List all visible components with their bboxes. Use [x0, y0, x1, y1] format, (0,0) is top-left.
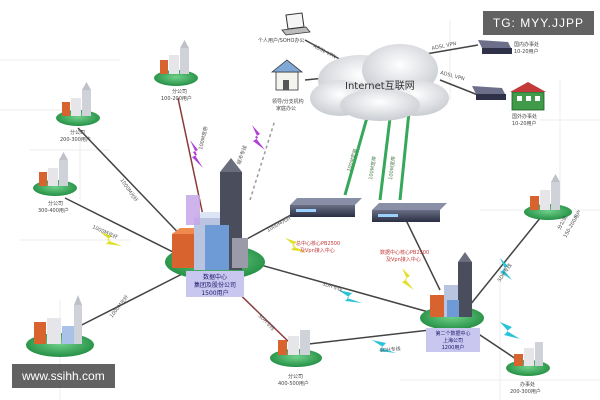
link-label-1000m-b: 1000M光纤: [91, 223, 119, 240]
fw-right-label2: 及Vpn接入中心: [386, 256, 421, 263]
office-router-2-icon: [472, 86, 506, 100]
hq-label-box: [186, 271, 244, 297]
fw-right-label1: 数据中心核心PB2500: [380, 249, 429, 256]
hq-datacenter-icon: [165, 158, 265, 280]
sh-label-box: [426, 328, 480, 352]
branch-left1-name: 分公司: [70, 129, 85, 136]
link-internet-office2: [439, 79, 479, 96]
watermark-bottom-left: www.ssihh.com: [12, 364, 115, 388]
branch-bottom-name: 分公司: [288, 373, 303, 380]
hq-label-line2: 集团及股份公司: [194, 281, 236, 289]
branch-bottom-icon: [270, 330, 322, 367]
link-label-sdh-b: SDH专线: [380, 345, 401, 354]
lightning-bolts: [100, 125, 520, 353]
watermark-top-right: TG: MYY.JJPP: [482, 11, 594, 35]
bolt-purple-2: [252, 125, 265, 150]
sh-label-line3: 1200用户: [442, 344, 465, 351]
hq-label-line3: 1500用户: [201, 289, 228, 297]
link-label-dotted: 城市专线: [235, 144, 248, 165]
link-hq-branch-left2: [64, 197, 186, 259]
branch-bottom-users: 400-500用户: [278, 380, 309, 387]
branch-top-icon: [154, 40, 198, 86]
laptop-icon: [281, 12, 311, 36]
office-building-icon: [510, 82, 546, 111]
core-router-right: [372, 203, 447, 222]
bolt-yellow-2: [285, 238, 307, 252]
office-name: 办事处: [520, 381, 535, 388]
office2-name: 国外办事处: [512, 113, 537, 120]
internet-label: Internet互联网: [345, 80, 415, 92]
link-label-sdh-d: SDH专线: [257, 312, 277, 332]
internet-cloud: Internet互联网: [310, 44, 449, 121]
bolt-cyan-4: [500, 322, 520, 339]
office-router-1-icon: [478, 40, 512, 54]
branch-left2-icon: [33, 152, 77, 196]
mobile-user-label: 个人用户/SOHO办公: [258, 37, 305, 44]
link-label-adsl-right2: ADSL VPN: [431, 41, 457, 52]
branch-right-icon: [524, 174, 572, 220]
office1-users: 10-20用户: [514, 48, 539, 55]
link-sh-fw: [404, 217, 441, 291]
fw-left-label1: 总中心核心PB2500: [296, 240, 340, 247]
office1-name: 国内办事处: [514, 41, 539, 48]
home-office-icon: [270, 59, 304, 91]
link-hq-branch-top: [177, 97, 206, 226]
link-label-1000m-d: 1000M光纤: [266, 214, 293, 234]
home-office-name: 领导/分支机构: [272, 98, 304, 105]
link-label-100m-c: 100M宽带: [387, 156, 397, 181]
bolt-purple-1: [190, 140, 203, 168]
sh-label-line1: 第二个数据中心: [435, 330, 470, 337]
branch-left1-users: 200-300用户: [60, 136, 91, 143]
office2-users: 10-20用户: [512, 120, 537, 127]
link-label-100m-b: 100M宽带: [367, 156, 378, 181]
branch-left3-icon: [26, 295, 94, 357]
link-dotted: [249, 119, 276, 201]
bolt-cyan-3: [500, 258, 512, 280]
link-hq-sh: [249, 261, 451, 319]
branch-top-name: 分公司: [172, 88, 187, 95]
link-label-sdh-a: SDH专线: [321, 280, 343, 293]
fw-left-label2: 及Vpn接入中心: [300, 247, 335, 254]
link-sh-branch-right: [469, 211, 546, 306]
link-sh-branch-bottom: [299, 329, 431, 346]
branch-left2-name: 分公司: [48, 200, 63, 207]
branch-left2-users: 300-400用户: [38, 207, 69, 214]
bolt-cyan-2: [372, 340, 396, 353]
link-label-1000m-c: 1000M光纤: [108, 294, 130, 320]
link-hq-branch-left1: [77, 127, 191, 246]
sh-datacenter-icon: [420, 252, 484, 330]
bolt-yellow-3: [402, 268, 414, 290]
link-label-100m-a: 100M宽带: [345, 148, 359, 173]
link-fw-internet-3: [398, 101, 412, 201]
link-hq-branch-left3: [61, 269, 191, 336]
core-router-left: [290, 198, 362, 217]
bolt-cyan-1: [338, 290, 362, 303]
link-internet-office1: [419, 44, 479, 56]
link-label-adsl-top: ADSL VPN: [312, 43, 337, 60]
link-mobile-internet: [304, 39, 346, 63]
branch-left1-icon: [56, 82, 100, 126]
office-users: 200-300用户: [510, 388, 541, 395]
link-label-100m-d: 100M宽带: [197, 126, 210, 151]
branch-top-users: 100-200用户: [161, 95, 192, 102]
home-office-users: 家庭办公: [276, 105, 296, 112]
bolt-yellow-1: [100, 232, 122, 246]
hq-label-line1: 数据中心: [203, 273, 227, 281]
office-icon: [506, 342, 550, 376]
sh-label-line2: 上海公司: [443, 337, 463, 344]
